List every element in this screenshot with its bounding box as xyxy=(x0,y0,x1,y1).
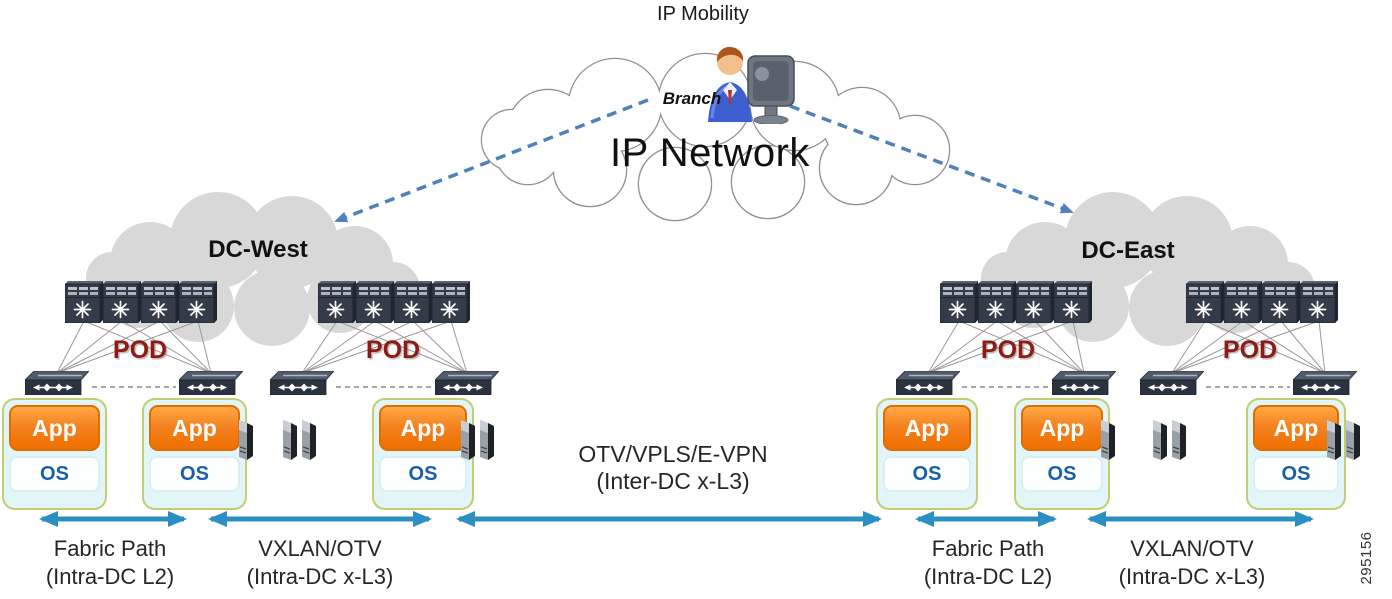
vxlan-otv-label-east: VXLAN/OTV (Intra-DC x-L3) xyxy=(1067,535,1317,591)
leaf-switch-icon xyxy=(435,371,499,395)
branch-user-icon xyxy=(708,46,795,124)
spine-switch-icon xyxy=(432,281,470,323)
os-badge: OS xyxy=(1253,456,1339,492)
server-icon xyxy=(299,420,317,460)
leaf-switch-icon xyxy=(1052,371,1116,395)
server-icon xyxy=(1098,420,1116,460)
fabric-path-line1: Fabric Path xyxy=(931,536,1045,561)
spine-switch-icon xyxy=(1300,281,1338,323)
spine-switch-icon xyxy=(1262,281,1300,323)
spine-switch-icon xyxy=(318,281,356,323)
fabric-path-line1: Fabric Path xyxy=(53,536,167,561)
spine-switch-icon xyxy=(103,281,141,323)
pod-label-east-1: POD xyxy=(980,336,1036,364)
spine-switch-icon xyxy=(141,281,179,323)
spine-switch-icon xyxy=(1224,281,1262,323)
pod-label-west-1: POD xyxy=(112,336,168,364)
spine-switch-icon xyxy=(1016,281,1054,323)
app-os-box: App OS xyxy=(2,398,107,510)
app-badge: App xyxy=(149,405,240,451)
leaf-switch-icon xyxy=(25,371,89,395)
app-badge: App xyxy=(1253,405,1339,451)
ip-network-label: IP Network xyxy=(610,131,810,175)
fabric-path-line2: (Intra-DC L2) xyxy=(45,564,175,589)
branch-label: Branch xyxy=(662,89,722,108)
figure-number: 295156 xyxy=(1358,531,1375,585)
app-os-box: App OS xyxy=(142,398,247,510)
pod-label-east-2: POD xyxy=(1222,336,1278,364)
spine-switch-icon xyxy=(65,281,103,323)
server-icon xyxy=(1343,420,1361,460)
inter-dc-line1: OTV/VPLS/E-VPN xyxy=(578,441,768,467)
app-os-box: App OS xyxy=(876,398,978,510)
server-icon xyxy=(477,420,495,460)
spine-switch-icon xyxy=(356,281,394,323)
spine-switch-icon xyxy=(940,281,978,323)
server-icon xyxy=(236,420,254,460)
fabric-path-label-west: Fabric Path (Intra-DC L2) xyxy=(0,535,220,591)
server-icon xyxy=(1324,420,1342,460)
pod-mesh-lines xyxy=(56,320,1326,374)
fabric-path-line2: (Intra-DC L2) xyxy=(923,564,1053,589)
pod-label-west-2: POD xyxy=(365,336,421,364)
spine-switch-icon xyxy=(179,281,217,323)
vxlan-otv-line1: VXLAN/OTV xyxy=(1130,536,1254,561)
branch-to-west-arrow xyxy=(334,98,649,223)
dc-west-label: DC-West xyxy=(208,236,308,263)
spine-switch-icon xyxy=(978,281,1016,323)
server-icon xyxy=(1150,420,1168,460)
app-os-box: App OS xyxy=(1246,398,1346,510)
spine-switch-icon xyxy=(394,281,432,323)
app-badge: App xyxy=(883,405,971,451)
leaf-switch-icon xyxy=(1293,371,1357,395)
app-badge: App xyxy=(379,405,467,451)
os-badge: OS xyxy=(883,456,971,492)
spine-switch-icon xyxy=(1054,281,1092,323)
vxlan-otv-label-west: VXLAN/OTV (Intra-DC x-L3) xyxy=(195,535,445,591)
leaf-switch-icon xyxy=(270,371,334,395)
server-icon xyxy=(458,420,476,460)
server-icon xyxy=(280,420,298,460)
app-badge: App xyxy=(1021,405,1103,451)
app-badge: App xyxy=(9,405,100,451)
leaf-switch-icon xyxy=(896,371,960,395)
vxlan-otv-line2: (Intra-DC x-L3) xyxy=(246,564,394,589)
leaf-switch-icon xyxy=(179,371,243,395)
os-badge: OS xyxy=(1021,456,1103,492)
diagram-title: IP Mobility xyxy=(657,3,749,25)
fabric-path-label-east: Fabric Path (Intra-DC L2) xyxy=(878,535,1098,591)
inter-dc-label: OTV/VPLS/E-VPN (Inter-DC x-L3) xyxy=(518,441,828,495)
inter-dc-line2: (Inter-DC x-L3) xyxy=(596,468,750,494)
spine-switch-icon xyxy=(1186,281,1224,323)
app-os-box: App OS xyxy=(372,398,474,510)
vxlan-otv-line2: (Intra-DC x-L3) xyxy=(1118,564,1266,589)
dc-east-label: DC-East xyxy=(1081,237,1175,264)
server-icon xyxy=(1169,420,1187,460)
os-badge: OS xyxy=(149,456,240,492)
os-badge: OS xyxy=(9,456,100,492)
leaf-switch-icon xyxy=(1140,371,1204,395)
app-os-box: App OS xyxy=(1014,398,1110,510)
vxlan-otv-line1: VXLAN/OTV xyxy=(258,536,382,561)
os-badge: OS xyxy=(379,456,467,492)
